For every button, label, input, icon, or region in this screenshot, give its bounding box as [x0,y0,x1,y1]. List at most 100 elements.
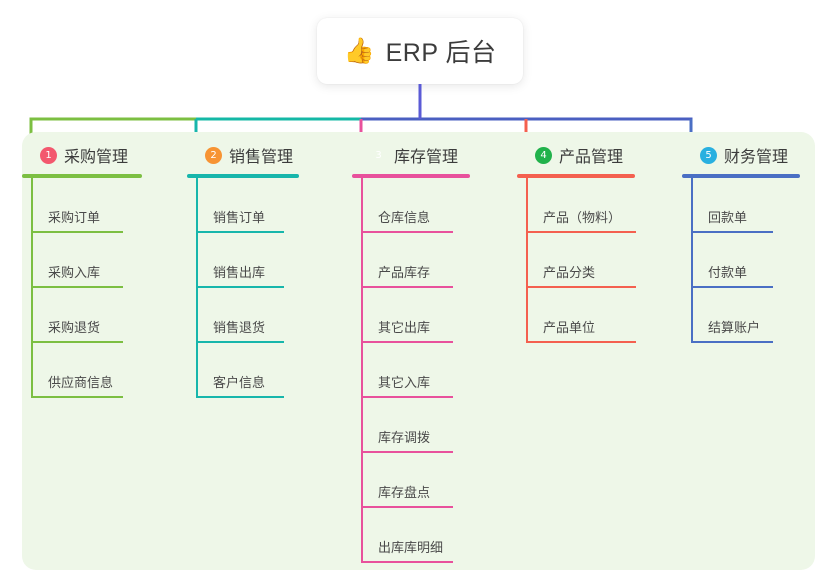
leaf-item[interactable]: 销售订单 [187,178,352,233]
leaf-underline [196,341,284,343]
leaf-underline [361,451,453,453]
leaf-item[interactable]: 付款单 [682,233,815,288]
leaf-label: 仓库信息 [378,210,431,225]
leaf-item[interactable]: 库存盘点 [352,453,517,508]
leaf-label: 回款单 [708,210,748,225]
column-title-4: 产品管理 [559,149,624,166]
spine-3 [361,178,363,563]
leaf-list-3: 仓库信息产品库存其它出库其它入库库存调拨库存盘点出库库明细 [352,178,517,563]
leaf-underline [691,286,773,288]
column-underline-5 [682,174,800,178]
leaf-underline [361,231,453,233]
column-title-5: 财务管理 [724,149,789,166]
column-badge-2: 2 [205,146,222,164]
column-badge-3: 3 [375,149,382,161]
leaf-underline [31,341,123,343]
leaf-label: 产品分类 [543,265,596,280]
leaf-underline [361,341,453,343]
leaf-label: 销售出库 [213,265,266,280]
leaf-label: 结算账户 [708,320,761,335]
leaf-item[interactable]: 客户信息 [187,343,352,398]
column-underline-1 [22,174,142,178]
leaf-item[interactable]: 销售出库 [187,233,352,288]
leaf-label: 付款单 [708,265,748,280]
leaf-underline [196,286,284,288]
column-badge-5: 5 [700,146,717,164]
leaf-underline [361,396,453,398]
leaf-label: 销售退货 [213,320,266,335]
leaf-item[interactable]: 采购订单 [22,178,187,233]
leaf-item[interactable]: 回款单 [682,178,815,233]
leaf-underline [361,561,453,563]
column-3: 3 库存管理仓库信息产品库存其它出库其它入库库存调拨库存盘点出库库明细 [352,132,517,570]
thumbs-up-icon: 👍 [343,36,375,65]
leaf-label: 产品单位 [543,320,596,335]
leaf-underline [526,286,636,288]
leaf-list-4: 产品（物料） 产品分类产品单位 [517,178,682,343]
leaf-item[interactable]: 采购退货 [22,288,187,343]
leaf-list-5: 回款单付款单结算账户 [682,178,815,343]
leaf-item[interactable]: 其它出库 [352,288,517,343]
leaf-item[interactable]: 供应商信息 [22,343,187,398]
leaf-item[interactable]: 仓库信息 [352,178,517,233]
leaf-label: 其它入库 [378,375,431,390]
column-header-3[interactable]: 3 库存管理 [352,132,517,178]
leaf-underline [31,286,123,288]
leaf-label: 产品库存 [378,265,431,280]
leaf-item[interactable]: 产品单位 [517,288,682,343]
column-badge-1: 1 [40,146,57,164]
column-header-4[interactable]: 4 产品管理 [517,132,682,178]
column-title-3: 库存管理 [394,149,459,166]
leaf-underline [361,286,453,288]
leaf-label: 客户信息 [213,375,266,390]
leaf-item[interactable]: 产品分类 [517,233,682,288]
leaf-item[interactable]: 库存调拨 [352,398,517,453]
leaf-underline [691,231,773,233]
spine-5 [691,178,693,343]
leaf-underline [526,231,636,233]
diagram-panel [22,132,815,570]
leaf-underline [196,396,284,398]
leaf-item[interactable]: 销售退货 [187,288,352,343]
leaf-item[interactable]: 结算账户 [682,288,815,343]
column-badge-4: 4 [535,146,552,164]
column-5: 5 财务管理回款单付款单结算账户 [682,132,815,570]
leaf-underline [31,231,123,233]
leaf-underline [526,341,636,343]
leaf-list-1: 采购订单采购入库采购退货供应商信息 [22,178,187,398]
leaf-label: 采购入库 [48,265,101,280]
leaf-label: 库存盘点 [378,485,431,500]
leaf-item[interactable]: 产品库存 [352,233,517,288]
leaf-label: 采购退货 [48,320,101,335]
leaf-item[interactable]: 出库库明细 [352,508,517,563]
leaf-label: 采购订单 [48,210,101,225]
leaf-underline [361,506,453,508]
column-header-5[interactable]: 5 财务管理 [682,132,815,178]
column-4: 4 产品管理产品（物料） 产品分类产品单位 [517,132,682,570]
leaf-label: 库存调拨 [378,430,431,445]
leaf-label: 销售订单 [213,210,266,225]
column-underline-4 [517,174,635,178]
root-node-card[interactable]: 👍 ERP 后台 [317,18,523,84]
leaf-label: 其它出库 [378,320,431,335]
leaf-item[interactable]: 采购入库 [22,233,187,288]
leaf-list-2: 销售订单销售出库销售退货客户信息 [187,178,352,398]
column-header-2[interactable]: 2 销售管理 [187,132,352,178]
leaf-underline [196,231,284,233]
column-2: 2 销售管理销售订单销售出库销售退货客户信息 [187,132,352,570]
leaf-label: 产品（物料） [543,210,622,225]
leaf-underline [31,396,123,398]
leaf-item[interactable]: 产品（物料） [517,178,682,233]
column-underline-2 [187,174,299,178]
column-title-2: 销售管理 [229,149,294,166]
spine-1 [31,178,33,398]
column-underline-3 [352,174,470,178]
leaf-label: 出库库明细 [378,540,444,555]
leaf-underline [691,341,773,343]
leaf-item[interactable]: 其它入库 [352,343,517,398]
spine-2 [196,178,198,398]
spine-4 [526,178,528,343]
